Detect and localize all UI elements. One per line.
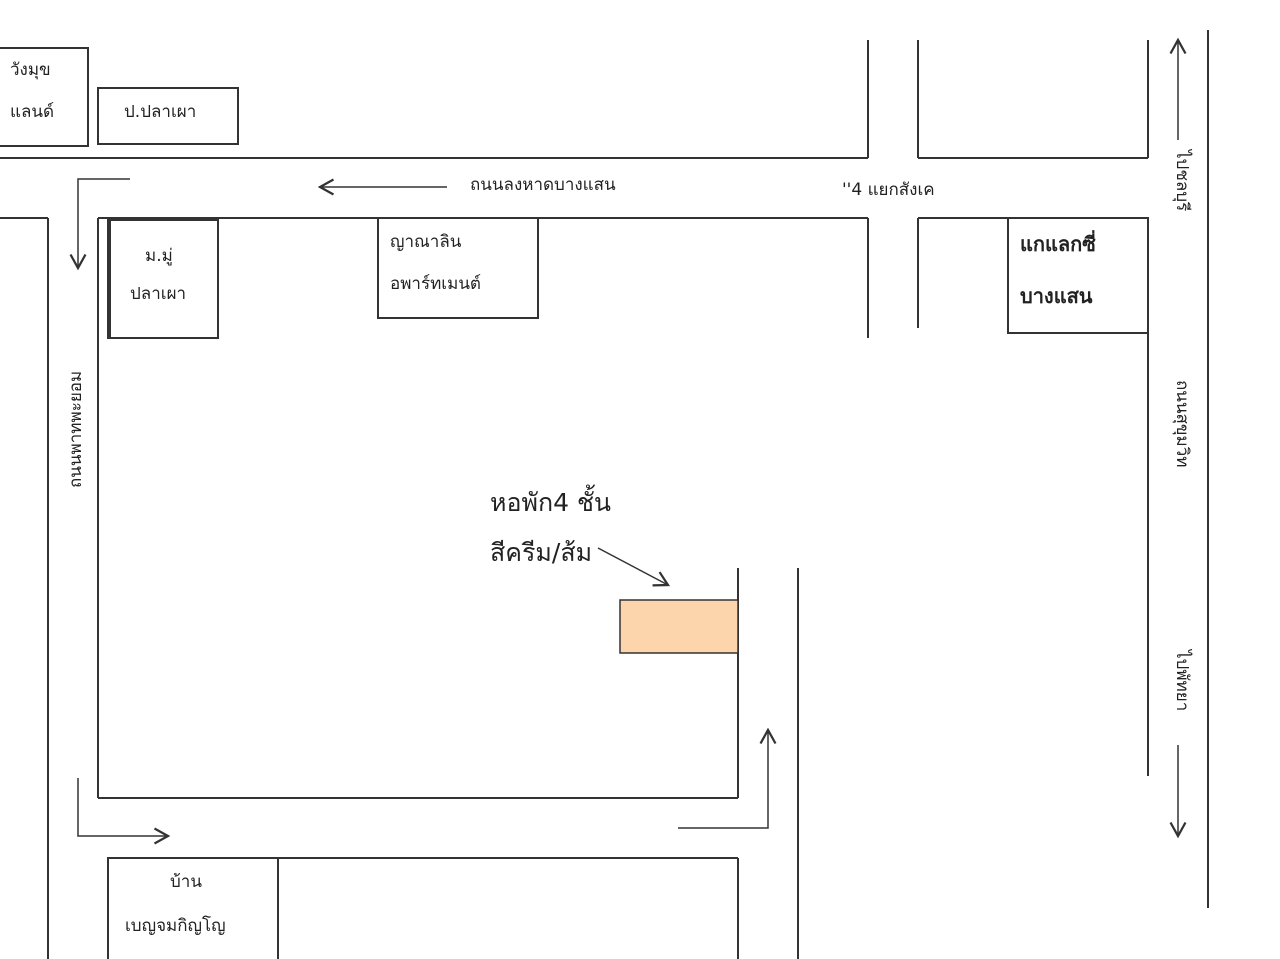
place-box [0,47,89,147]
direction-label: ไปพัทยา [1172,650,1192,712]
place-box [377,217,539,319]
destination-label: หอพัก4 ชั้น [490,488,612,517]
intersection-label: ''4 แยกสังเค [842,180,935,200]
place-box [97,87,239,145]
place-box [107,857,279,959]
destination-building [619,599,739,654]
road-label: ถนนพาทพะยอม [66,370,86,488]
place-label: ปลาเผา [130,284,187,304]
place-label: ญาณาลิน [390,232,462,252]
place-label: วังมุข [10,60,51,80]
arrow-turn-up [678,727,777,829]
place-label: แกแลกซี่ [1020,232,1096,256]
road-label: ถนนสุขุมวิท [1172,380,1192,468]
destination-label: สีครีม/ส้ม [490,538,593,567]
place-label: ป.ปลาเผา [124,102,197,122]
place-label: บางแสน [1020,284,1093,308]
arrow-pointer [597,547,671,587]
place-label: เบญจมกิญโญ [125,916,226,936]
place-box [1007,217,1149,334]
place-label: แลนด์ [10,102,55,122]
place-label: บ้าน [170,872,202,892]
place-label: อพาร์ทเมนต์ [390,274,481,294]
direction-label: ไปชลบุรี [1172,150,1192,212]
arrow-turn-down [69,178,130,271]
road-label: ถนนลงหาดบางแสน [470,175,616,195]
place-box [107,219,219,339]
arrow-turn-right [77,778,171,845]
place-label: ม.มู่ [145,246,173,266]
